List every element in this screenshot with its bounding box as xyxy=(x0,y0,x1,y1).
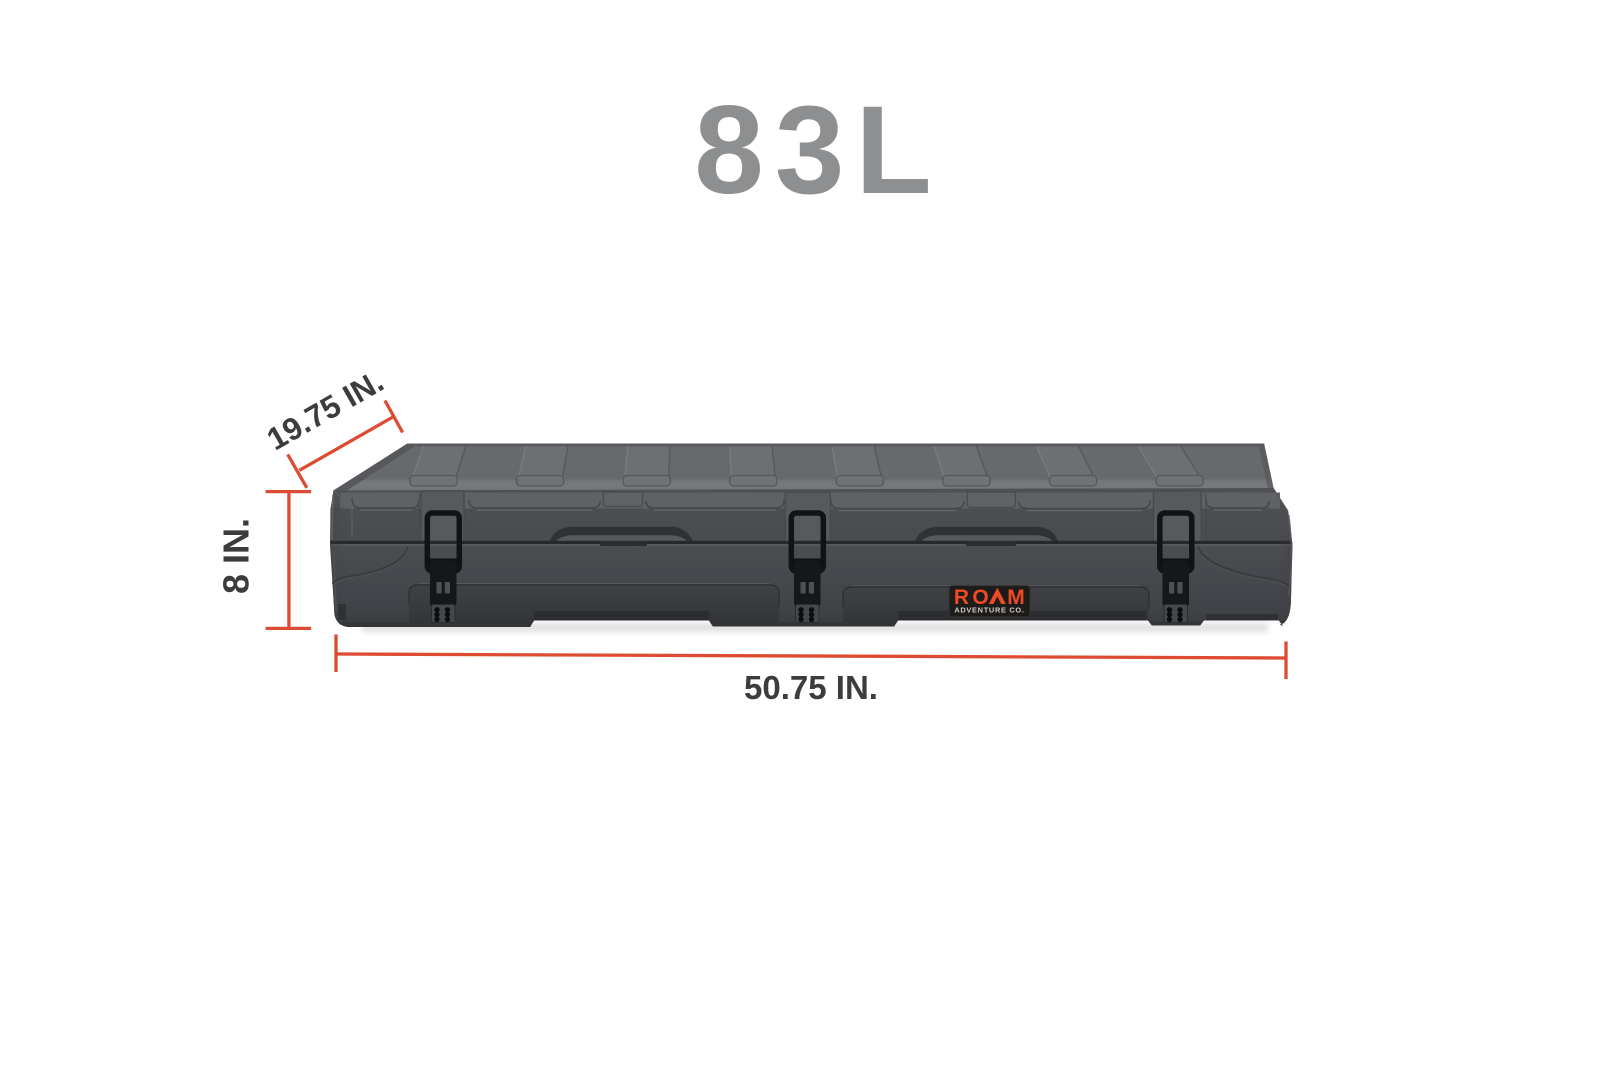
svg-text:M: M xyxy=(1007,586,1025,609)
svg-text:O: O xyxy=(972,586,988,609)
svg-text:8 IN.: 8 IN. xyxy=(216,518,257,594)
svg-text:R: R xyxy=(954,586,969,609)
svg-text:50.75 IN.: 50.75 IN. xyxy=(744,669,878,706)
svg-text:ADVENTURE CO.: ADVENTURE CO. xyxy=(954,605,1024,614)
svg-text:83L: 83L xyxy=(694,81,942,220)
